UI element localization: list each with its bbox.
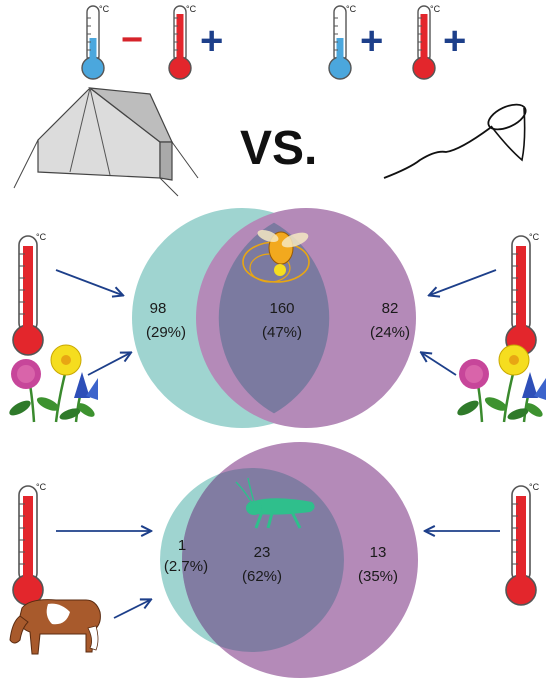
venn-top-right-pct: (24%) [370, 324, 410, 341]
vs-label: VS. [240, 122, 317, 175]
venn-bottom-left-count: 1 [178, 537, 186, 554]
bee-on-flower-icon [242, 229, 310, 283]
venn-top-right-count: 82 [382, 300, 399, 317]
thermometer-icon [505, 485, 537, 606]
thermometer-icon [12, 485, 44, 606]
sweep-net-icon [383, 103, 527, 179]
degree-label: °C [99, 4, 110, 14]
degree-label: °C [529, 232, 540, 242]
venn-overlap [182, 468, 344, 652]
venn-bottom: 1 (2.7%) 23 (62%) 13 (35%) [160, 442, 418, 678]
arrow-icon [430, 269, 497, 295]
arrow-icon [87, 353, 130, 376]
venn-top-left-count: 98 [150, 300, 167, 317]
venn-top-left-pct: (29%) [146, 324, 186, 341]
thermometer-icon [81, 5, 105, 80]
thermometer-icon [412, 5, 436, 80]
thermometer-icon [505, 235, 537, 356]
venn-top-overlap-count: 160 [269, 300, 294, 317]
plus-sign: + [443, 19, 466, 63]
degree-label: °C [529, 482, 540, 492]
venn-bottom-overlap-pct: (62%) [242, 568, 282, 585]
flowers-icon [5, 343, 100, 424]
tent-icon [13, 87, 199, 197]
degree-label: °C [346, 4, 357, 14]
thermometer-icon [328, 5, 352, 80]
minus-sign: − [121, 19, 143, 61]
thermometer-icon [168, 5, 192, 80]
arrow-icon [113, 600, 150, 619]
degree-label: °C [186, 4, 197, 14]
venn-bottom-overlap-count: 23 [254, 544, 271, 561]
plus-sign: + [200, 19, 223, 63]
arrow-icon [422, 353, 457, 376]
cow-icon [9, 599, 101, 655]
venn-top: 98 (29%) 160 (47%) 82 (24%) [132, 208, 416, 428]
venn-bottom-right-pct: (35%) [358, 568, 398, 585]
arrow-icon [55, 269, 122, 295]
venn-bottom-left-pct: (2.7%) [164, 558, 208, 575]
flowers-icon [453, 343, 548, 424]
venn-top-overlap-pct: (47%) [262, 324, 302, 341]
plus-sign: + [360, 19, 383, 63]
degree-label: °C [36, 482, 47, 492]
thermometer-icon [12, 235, 44, 356]
degree-label: °C [36, 232, 47, 242]
degree-label: °C [430, 4, 441, 14]
header: °C − °C + °C + °C + [81, 4, 466, 80]
grasshopper-icon [235, 477, 315, 529]
venn-bottom-right-count: 13 [370, 544, 387, 561]
